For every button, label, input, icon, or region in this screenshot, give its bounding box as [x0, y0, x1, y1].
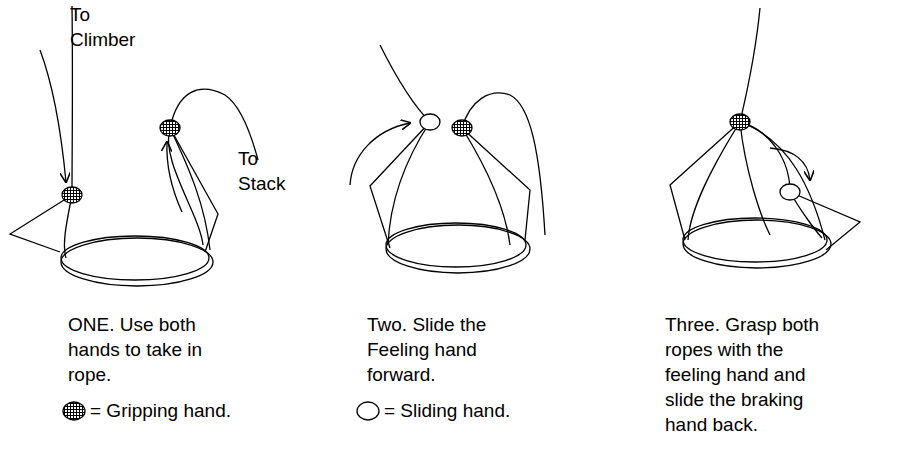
step-caption: Two. Slide the Feeling hand forward.	[367, 312, 527, 387]
legend-text: = Gripping hand.	[90, 398, 231, 423]
rope-label: To Stack	[238, 146, 298, 196]
legend-text: = Sliding hand.	[384, 398, 510, 423]
step-caption: Three. Grasp both ropes with the feeling…	[665, 312, 840, 437]
panel-three	[670, 8, 860, 268]
sliding-hand-sample	[357, 402, 379, 420]
panel-two	[350, 45, 545, 273]
gripping-hand-sample	[63, 402, 85, 420]
rope-label: To Climber	[70, 2, 150, 52]
step-caption: ONE. Use both hands to take in rope.	[68, 312, 228, 387]
